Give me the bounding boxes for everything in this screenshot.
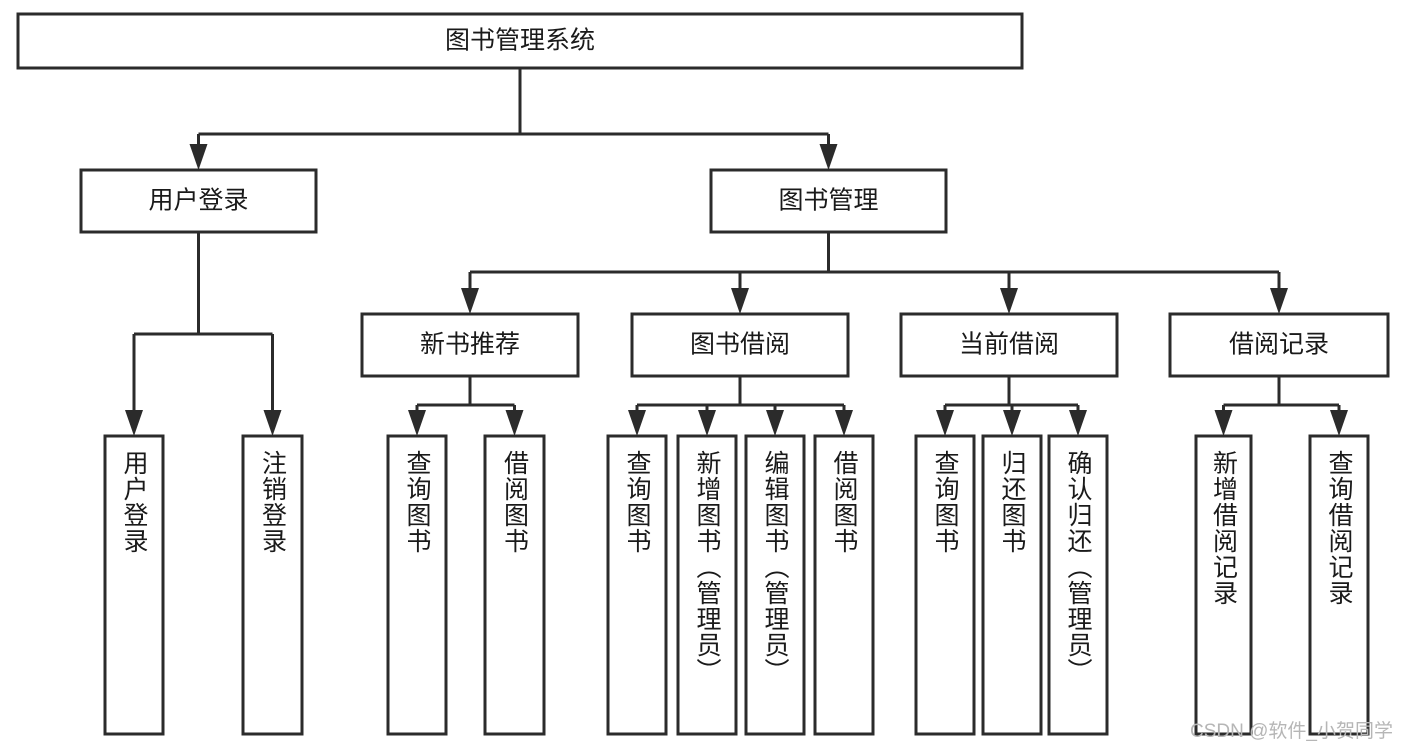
arrow-head-book-manage-a-1 xyxy=(731,288,749,314)
arrow-head-current-borrow-leaves-a-0 xyxy=(936,410,954,436)
arrow-head-book-manage-a-3 xyxy=(1270,288,1288,314)
arrow-head-borrow-record-leaves-a-1 xyxy=(1330,410,1348,436)
node-label-borrow-record: 借阅记录 xyxy=(1229,331,1329,359)
node-box-leaf-record-query[interactable] xyxy=(1308,434,1370,736)
node-label-root: 图书管理系统 xyxy=(445,27,595,55)
node-label-book-borrow: 图书借阅 xyxy=(690,331,790,359)
arrow-head-current-borrow-leaves-a-2 xyxy=(1069,410,1087,436)
node-box-borrow-record[interactable] xyxy=(1168,312,1390,378)
node-box-leaf-borrow-query-book[interactable] xyxy=(606,434,668,736)
arrow-head-book-borrow-leaves-a-0 xyxy=(628,410,646,436)
arrow-head-root-a-0 xyxy=(189,144,208,170)
arrow-head-book-manage-a-2 xyxy=(1000,288,1018,314)
node-box-leaf-borrow-edit-book[interactable] xyxy=(744,434,806,736)
node-box-new-book-rec[interactable] xyxy=(360,312,580,378)
node-box-leaf-rec-borrow-book[interactable] xyxy=(483,434,546,736)
arrow-head-book-borrow-leaves-a-1 xyxy=(698,410,716,436)
node-label-book-manage: 图书管理 xyxy=(778,187,878,215)
node-box-user-login[interactable] xyxy=(79,168,318,234)
node-box-leaf-borrow-add-book[interactable] xyxy=(676,434,738,736)
node-box-leaf-borrow-lend-book[interactable] xyxy=(813,434,875,736)
node-box-book-borrow[interactable] xyxy=(630,312,850,378)
connectors-layer xyxy=(125,68,1348,436)
node-box-leaf-user-login[interactable] xyxy=(103,434,165,736)
arrow-head-user-login-leaves-a-0 xyxy=(125,410,143,436)
arrow-head-root-a-1 xyxy=(819,144,838,170)
arrow-head-book-borrow-leaves-a-2 xyxy=(766,410,784,436)
node-box-leaf-user-logout[interactable] xyxy=(241,434,304,736)
node-label-new-book-rec: 新书推荐 xyxy=(420,331,520,359)
arrow-head-book-borrow-leaves-a-3 xyxy=(835,410,853,436)
node-box-leaf-rec-query-book[interactable] xyxy=(386,434,448,736)
node-box-leaf-record-add[interactable] xyxy=(1194,434,1253,736)
node-box-root[interactable] xyxy=(16,12,1024,70)
watermark-text: CSDN @软件_小贺同学 xyxy=(1190,721,1393,742)
node-box-leaf-current-query-book[interactable] xyxy=(914,434,976,736)
arrow-head-current-borrow-leaves-a-1 xyxy=(1003,410,1021,436)
node-box-leaf-current-confirm-return[interactable] xyxy=(1047,434,1109,736)
node-box-book-manage[interactable] xyxy=(709,168,948,234)
arrow-head-book-manage-a-0 xyxy=(461,288,479,314)
arrow-head-new-book-rec-leaves-a-0 xyxy=(408,410,426,436)
arrow-head-user-login-leaves-a-1 xyxy=(263,410,282,436)
node-label-user-login: 用户登录 xyxy=(148,187,248,215)
node-box-leaf-current-return-book[interactable] xyxy=(981,434,1043,736)
node-label-current-borrow: 当前借阅 xyxy=(959,331,1059,359)
boxes-layer xyxy=(16,12,1390,736)
arrow-head-borrow-record-leaves-a-0 xyxy=(1214,410,1233,436)
node-box-current-borrow[interactable] xyxy=(899,312,1119,378)
arrow-head-new-book-rec-leaves-a-1 xyxy=(505,410,524,436)
